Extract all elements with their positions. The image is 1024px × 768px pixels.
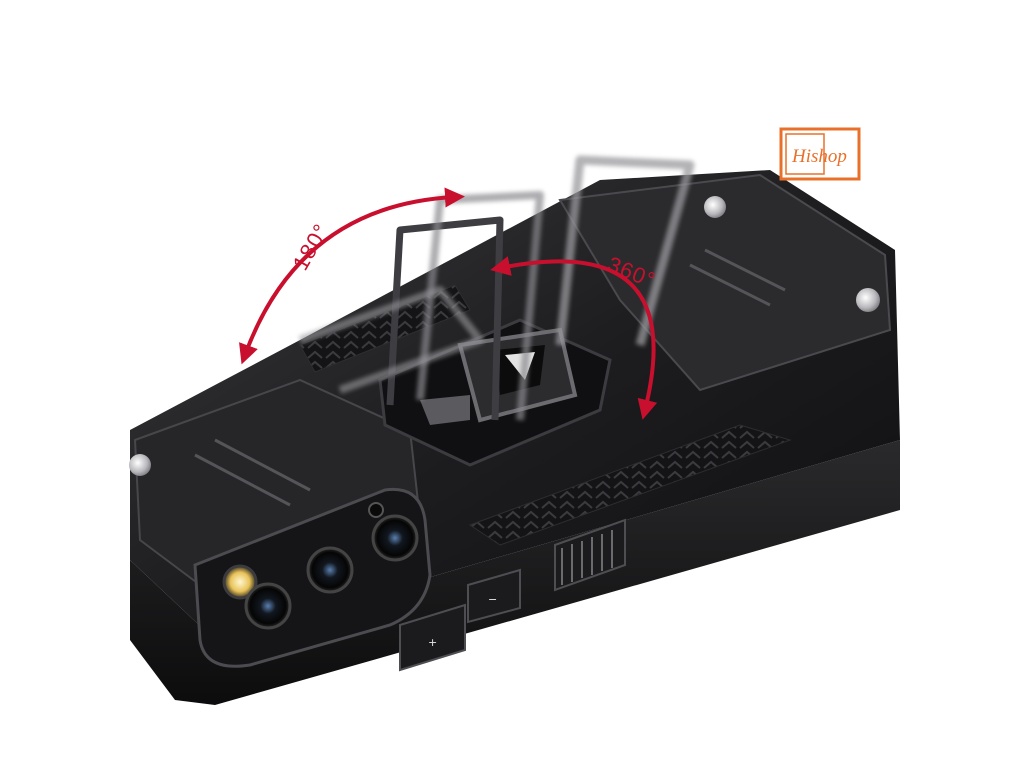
volume-plus-label: + [428,636,437,649]
rotation-180-label: 180° [288,219,334,274]
lens-icon [306,546,354,594]
lens-icon [368,502,384,518]
lens-icon [244,582,292,630]
logo-text: Hishop [791,146,847,167]
brand-logo: Hishop [779,127,861,181]
case-ridges [194,248,786,507]
volume-minus-label: − [488,593,497,606]
lens-icon [371,514,419,562]
screw-icon [704,196,726,218]
camera-module [193,487,432,668]
screw-icon [856,288,880,312]
flash-icon [222,564,258,600]
screw-icon [129,454,151,476]
side-buttons: + − [399,518,626,672]
tread-strip-lower [468,424,792,546]
curved-arrow-icon [239,187,465,365]
curved-arrow-icon [490,256,658,420]
